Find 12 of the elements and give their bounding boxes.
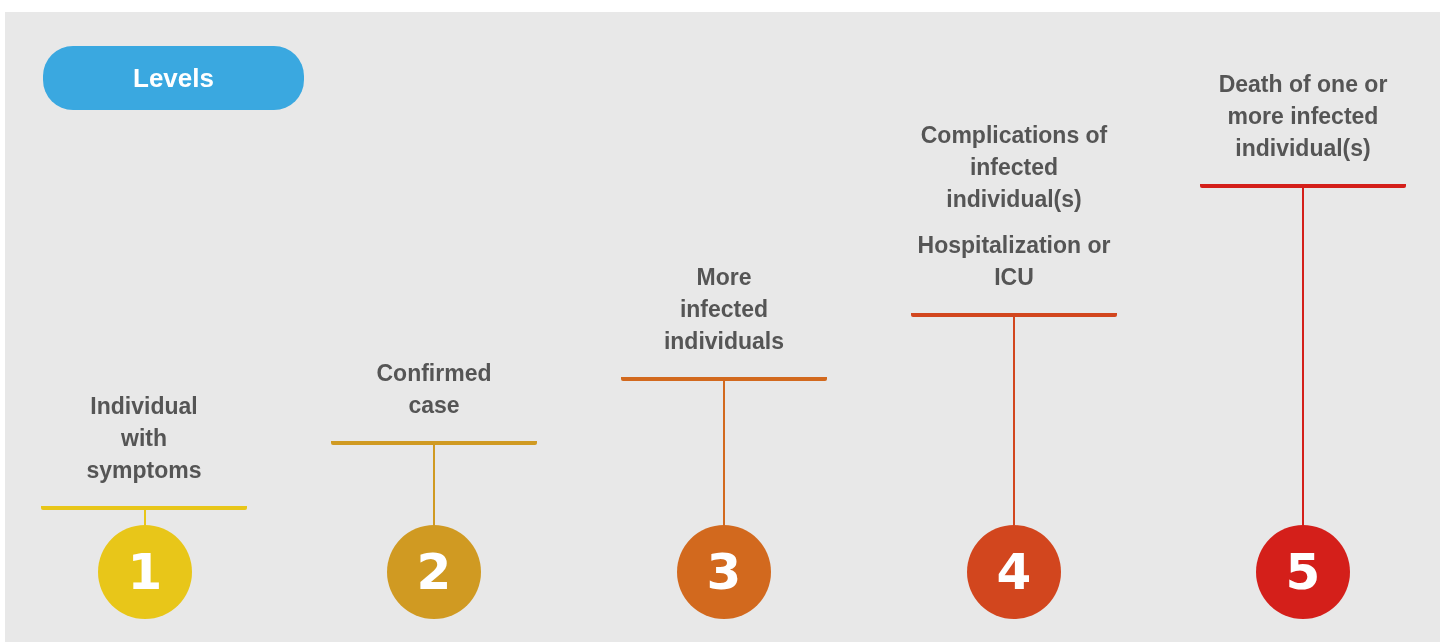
level-label: Confirmed case (375, 359, 493, 420)
connector-line (1013, 316, 1015, 526)
connector-line (433, 444, 435, 526)
level-label: Individual with symptoms (85, 392, 203, 485)
level-label: More infected individuals (662, 263, 786, 356)
connector-line (144, 509, 146, 526)
heading-pill: Levels (43, 46, 304, 110)
level-label: Death of one or more infected individual(s) (1218, 70, 1388, 163)
connector-line (1302, 187, 1304, 526)
connector-line (723, 380, 725, 526)
level-label: Hospitalization or ICU (916, 231, 1112, 292)
level-label: Complications of infected individual(s) (919, 121, 1109, 214)
